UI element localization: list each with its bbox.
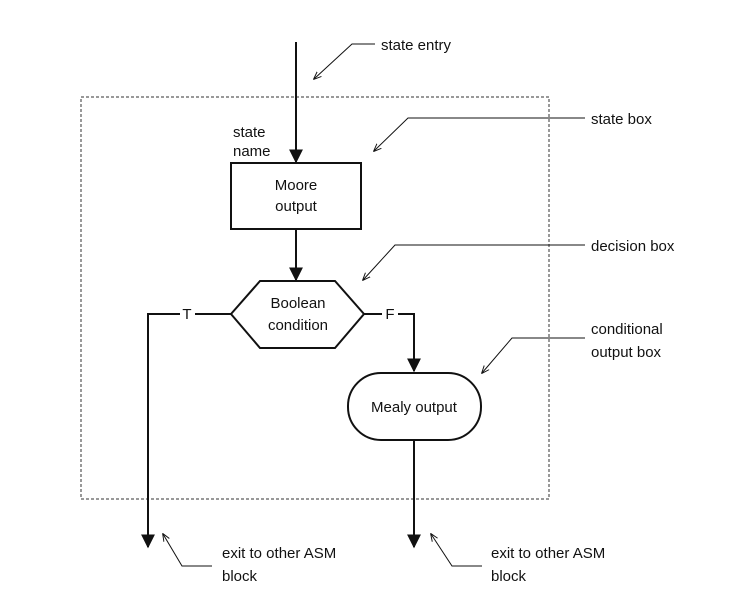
exit-left-line1: exit to other ASM (222, 545, 336, 562)
state-name-line1: state (233, 124, 266, 141)
decision-box-leader (363, 244, 585, 280)
exit-right-leader (431, 534, 482, 567)
false-branch-label: F (385, 306, 394, 323)
moore-state-box (230, 162, 362, 230)
conditional-output-leader (482, 337, 585, 373)
true-branch-exit-arrow (141, 313, 180, 549)
exit-right-line1: exit to other ASM (491, 545, 605, 562)
true-branch-label: T (182, 306, 191, 323)
state-name-line2: name (233, 143, 271, 160)
false-branch-arrow (398, 313, 421, 373)
mealy-label: Mealy output (371, 399, 458, 416)
decision-box-label: decision box (591, 238, 675, 255)
decision-hexagon (229, 280, 366, 349)
state-box-label: state box (591, 111, 652, 128)
conditional-line1: conditional (591, 321, 663, 338)
moore-line2: output (275, 198, 318, 215)
boolean-line2: condition (268, 317, 328, 334)
exit-right-line2: block (491, 568, 527, 585)
state-entry-label: state entry (381, 37, 452, 54)
conditional-line2: output box (591, 344, 662, 361)
moore-line1: Moore (275, 177, 318, 194)
boolean-line1: Boolean (270, 295, 325, 312)
state-box-leader (374, 117, 585, 151)
state-entry-leader (314, 43, 375, 79)
exit-left-line2: block (222, 568, 258, 585)
exit-left-leader (163, 534, 212, 567)
